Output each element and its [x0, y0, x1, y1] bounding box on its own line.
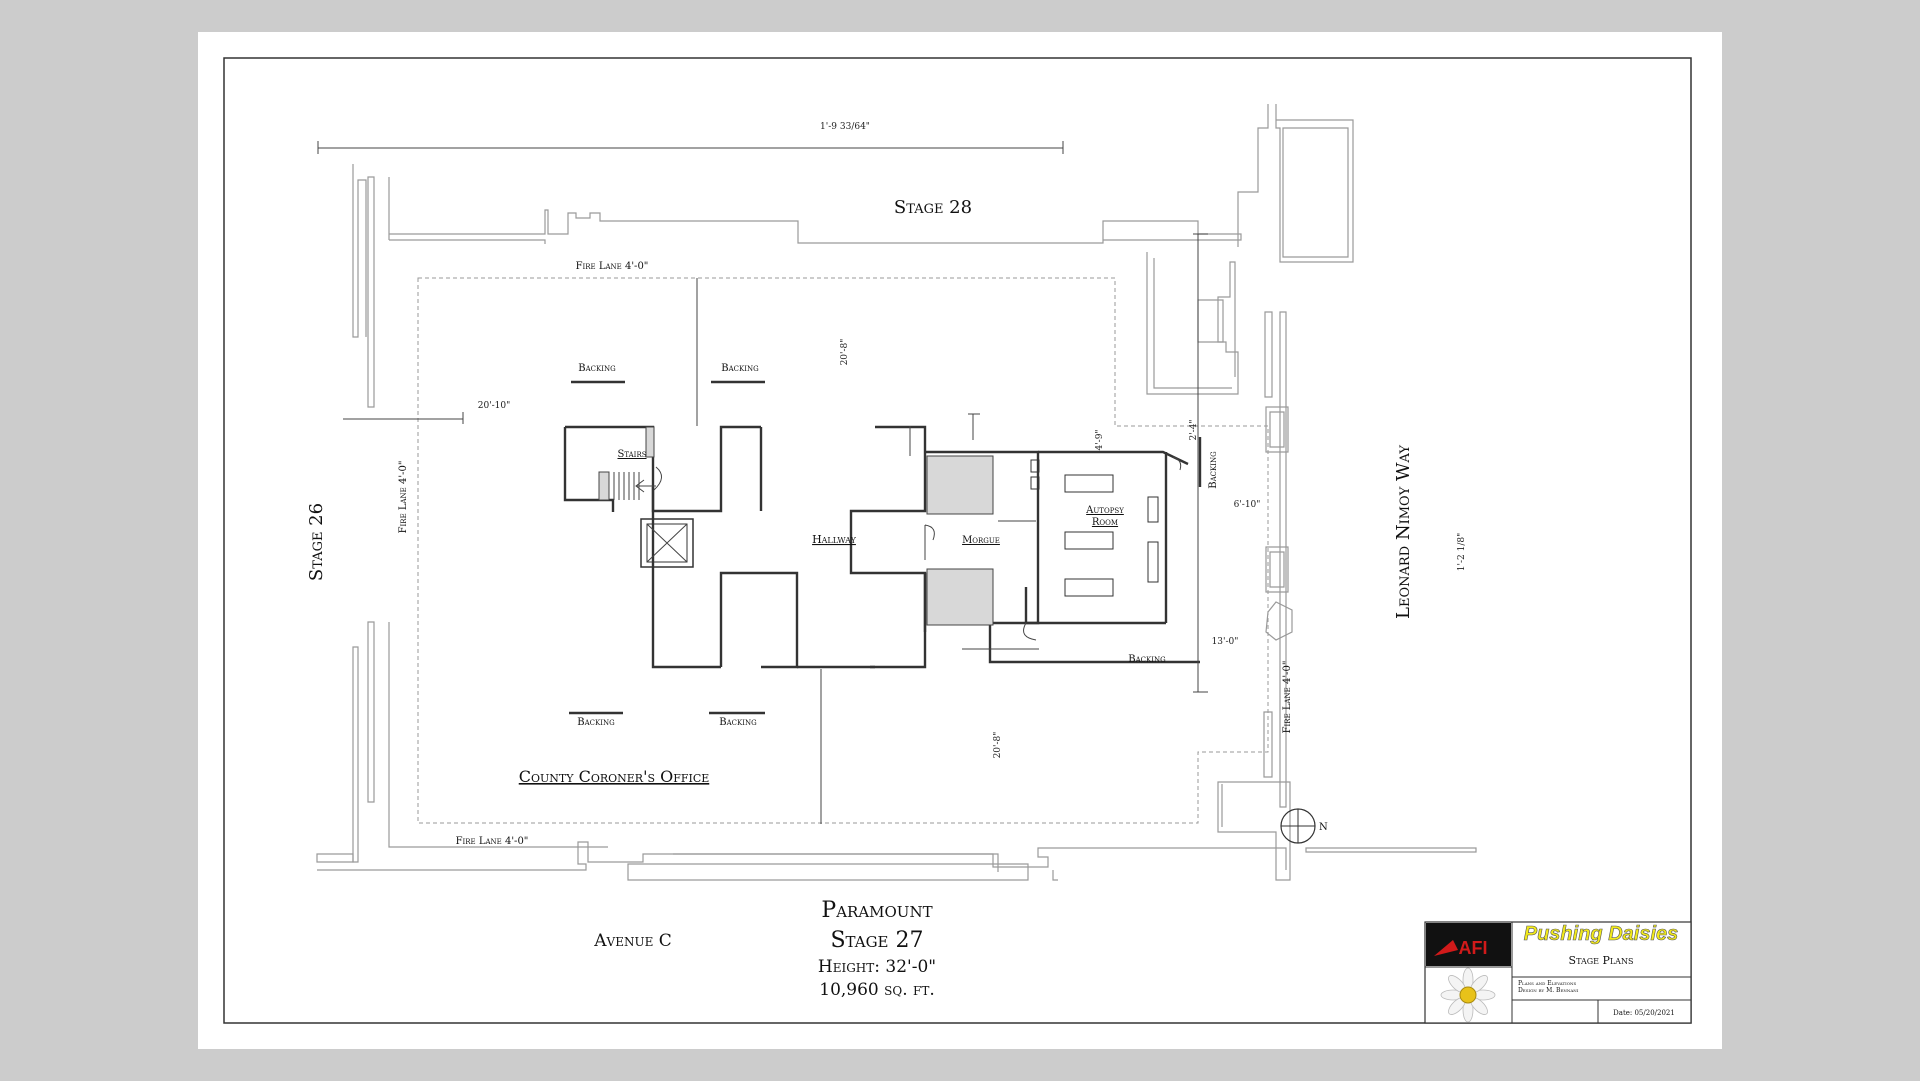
label-fire-lane-bottom: Fire Lane 4'-0"	[456, 836, 529, 847]
stairs-wall-block	[645, 426, 655, 458]
dim-right-offset: 6'-10"	[1234, 500, 1261, 510]
label-stage-26: Stage 26	[306, 503, 327, 581]
label-backing-lower-right: Backing	[1128, 654, 1166, 665]
label-backing-bottom-left: Backing	[577, 717, 615, 728]
label-north: N	[1319, 822, 1328, 833]
label-stairs: Stairs	[617, 449, 646, 460]
dim-right-overall: 1'-2 1/8"	[1457, 533, 1467, 571]
stage-area: 10,960 sq. ft.	[819, 980, 935, 1000]
dim-top-center-vertical: 20'-8"	[840, 339, 850, 366]
show-title: Pushing Daisies	[1524, 923, 1679, 945]
dim-autopsy-top: 4'-9"	[1095, 429, 1105, 450]
stairs-arrow	[635, 479, 656, 493]
north-arrow-icon	[1280, 808, 1316, 844]
dim-left-offset: 20'-10"	[478, 401, 511, 411]
dim-backing-top-small: 2'-4"	[1189, 419, 1199, 440]
stage-studio: Paramount	[821, 898, 932, 923]
sheet-border	[223, 57, 1692, 1024]
dim-top-overall: 1'-9 33/64"	[820, 122, 870, 132]
label-backing-top-right: Backing	[721, 363, 759, 374]
label-backing-top-left: Backing	[578, 363, 616, 374]
afi-logo-mark-icon	[1434, 940, 1458, 956]
autopsy-door-top	[1172, 456, 1182, 471]
afi-logo-text: AFI	[1459, 938, 1488, 958]
dimension-lines	[317, 141, 1208, 824]
label-stage-28: Stage 28	[894, 197, 972, 218]
dim-lower-right-offset: 13'-0"	[1212, 637, 1239, 647]
stairs-door-swing	[653, 466, 662, 491]
autopsy-door	[1023, 622, 1037, 641]
drawing-sheet: Stage 28 Stage 26 Leonard Nimoy Way Aven…	[198, 32, 1722, 1049]
stage-height: Height: 32'-0"	[818, 957, 936, 977]
set-walls	[563, 425, 1200, 669]
label-county-coroners-office: County Coroner's Office	[519, 767, 710, 786]
label-leonard-nimoy-way: Leonard Nimoy Way	[1393, 445, 1414, 619]
title-date: Date: 05/20/2021	[1613, 1009, 1675, 1017]
stairs-treads	[608, 472, 640, 500]
label-backing-bottom-right: Backing	[719, 717, 757, 728]
title-note-2: Design by M. Bennani	[1518, 987, 1579, 994]
morgue-door	[924, 524, 935, 560]
drawing-title: Stage Plans	[1569, 954, 1634, 967]
label-morgue: Morgue	[962, 535, 1000, 546]
morgue-cabinet-bottom	[926, 568, 994, 626]
label-hallway: Hallway	[812, 533, 857, 546]
label-avenue-c: Avenue C	[593, 931, 672, 951]
backing-flats	[569, 380, 1202, 715]
floor-plan: Stage 28 Stage 26 Leonard Nimoy Way Aven…	[223, 57, 1692, 1024]
label-fire-lane-right: Fire Lane 4'-0"	[1282, 661, 1293, 734]
title-note-1: Plans and Elevations	[1518, 980, 1577, 987]
label-fire-lane-top: Fire Lane 4'-0"	[576, 261, 649, 272]
daisy-flower-icon	[1426, 967, 1511, 1023]
stage-boundary	[417, 277, 1269, 824]
building-walls	[316, 104, 1477, 881]
afi-logo	[1426, 923, 1511, 966]
autopsy-tables	[1030, 459, 1159, 597]
title-block: AFI Pushing Daisies Stage Plans Plans an…	[1424, 921, 1692, 1024]
label-fire-lane-left: Fire Lane 4'-0"	[398, 461, 409, 534]
label-autopsy-room-1: Autopsy	[1085, 505, 1124, 516]
label-backing-right-vertical: Backing	[1208, 451, 1219, 489]
elevator-box	[640, 518, 694, 568]
label-autopsy-room-2: Room	[1092, 517, 1118, 528]
dim-bottom-center-vertical: 20'-8"	[993, 732, 1003, 759]
stage-name: Stage 27	[830, 928, 923, 953]
morgue-cabinet-top	[926, 455, 994, 515]
stairs-landing	[598, 471, 610, 501]
